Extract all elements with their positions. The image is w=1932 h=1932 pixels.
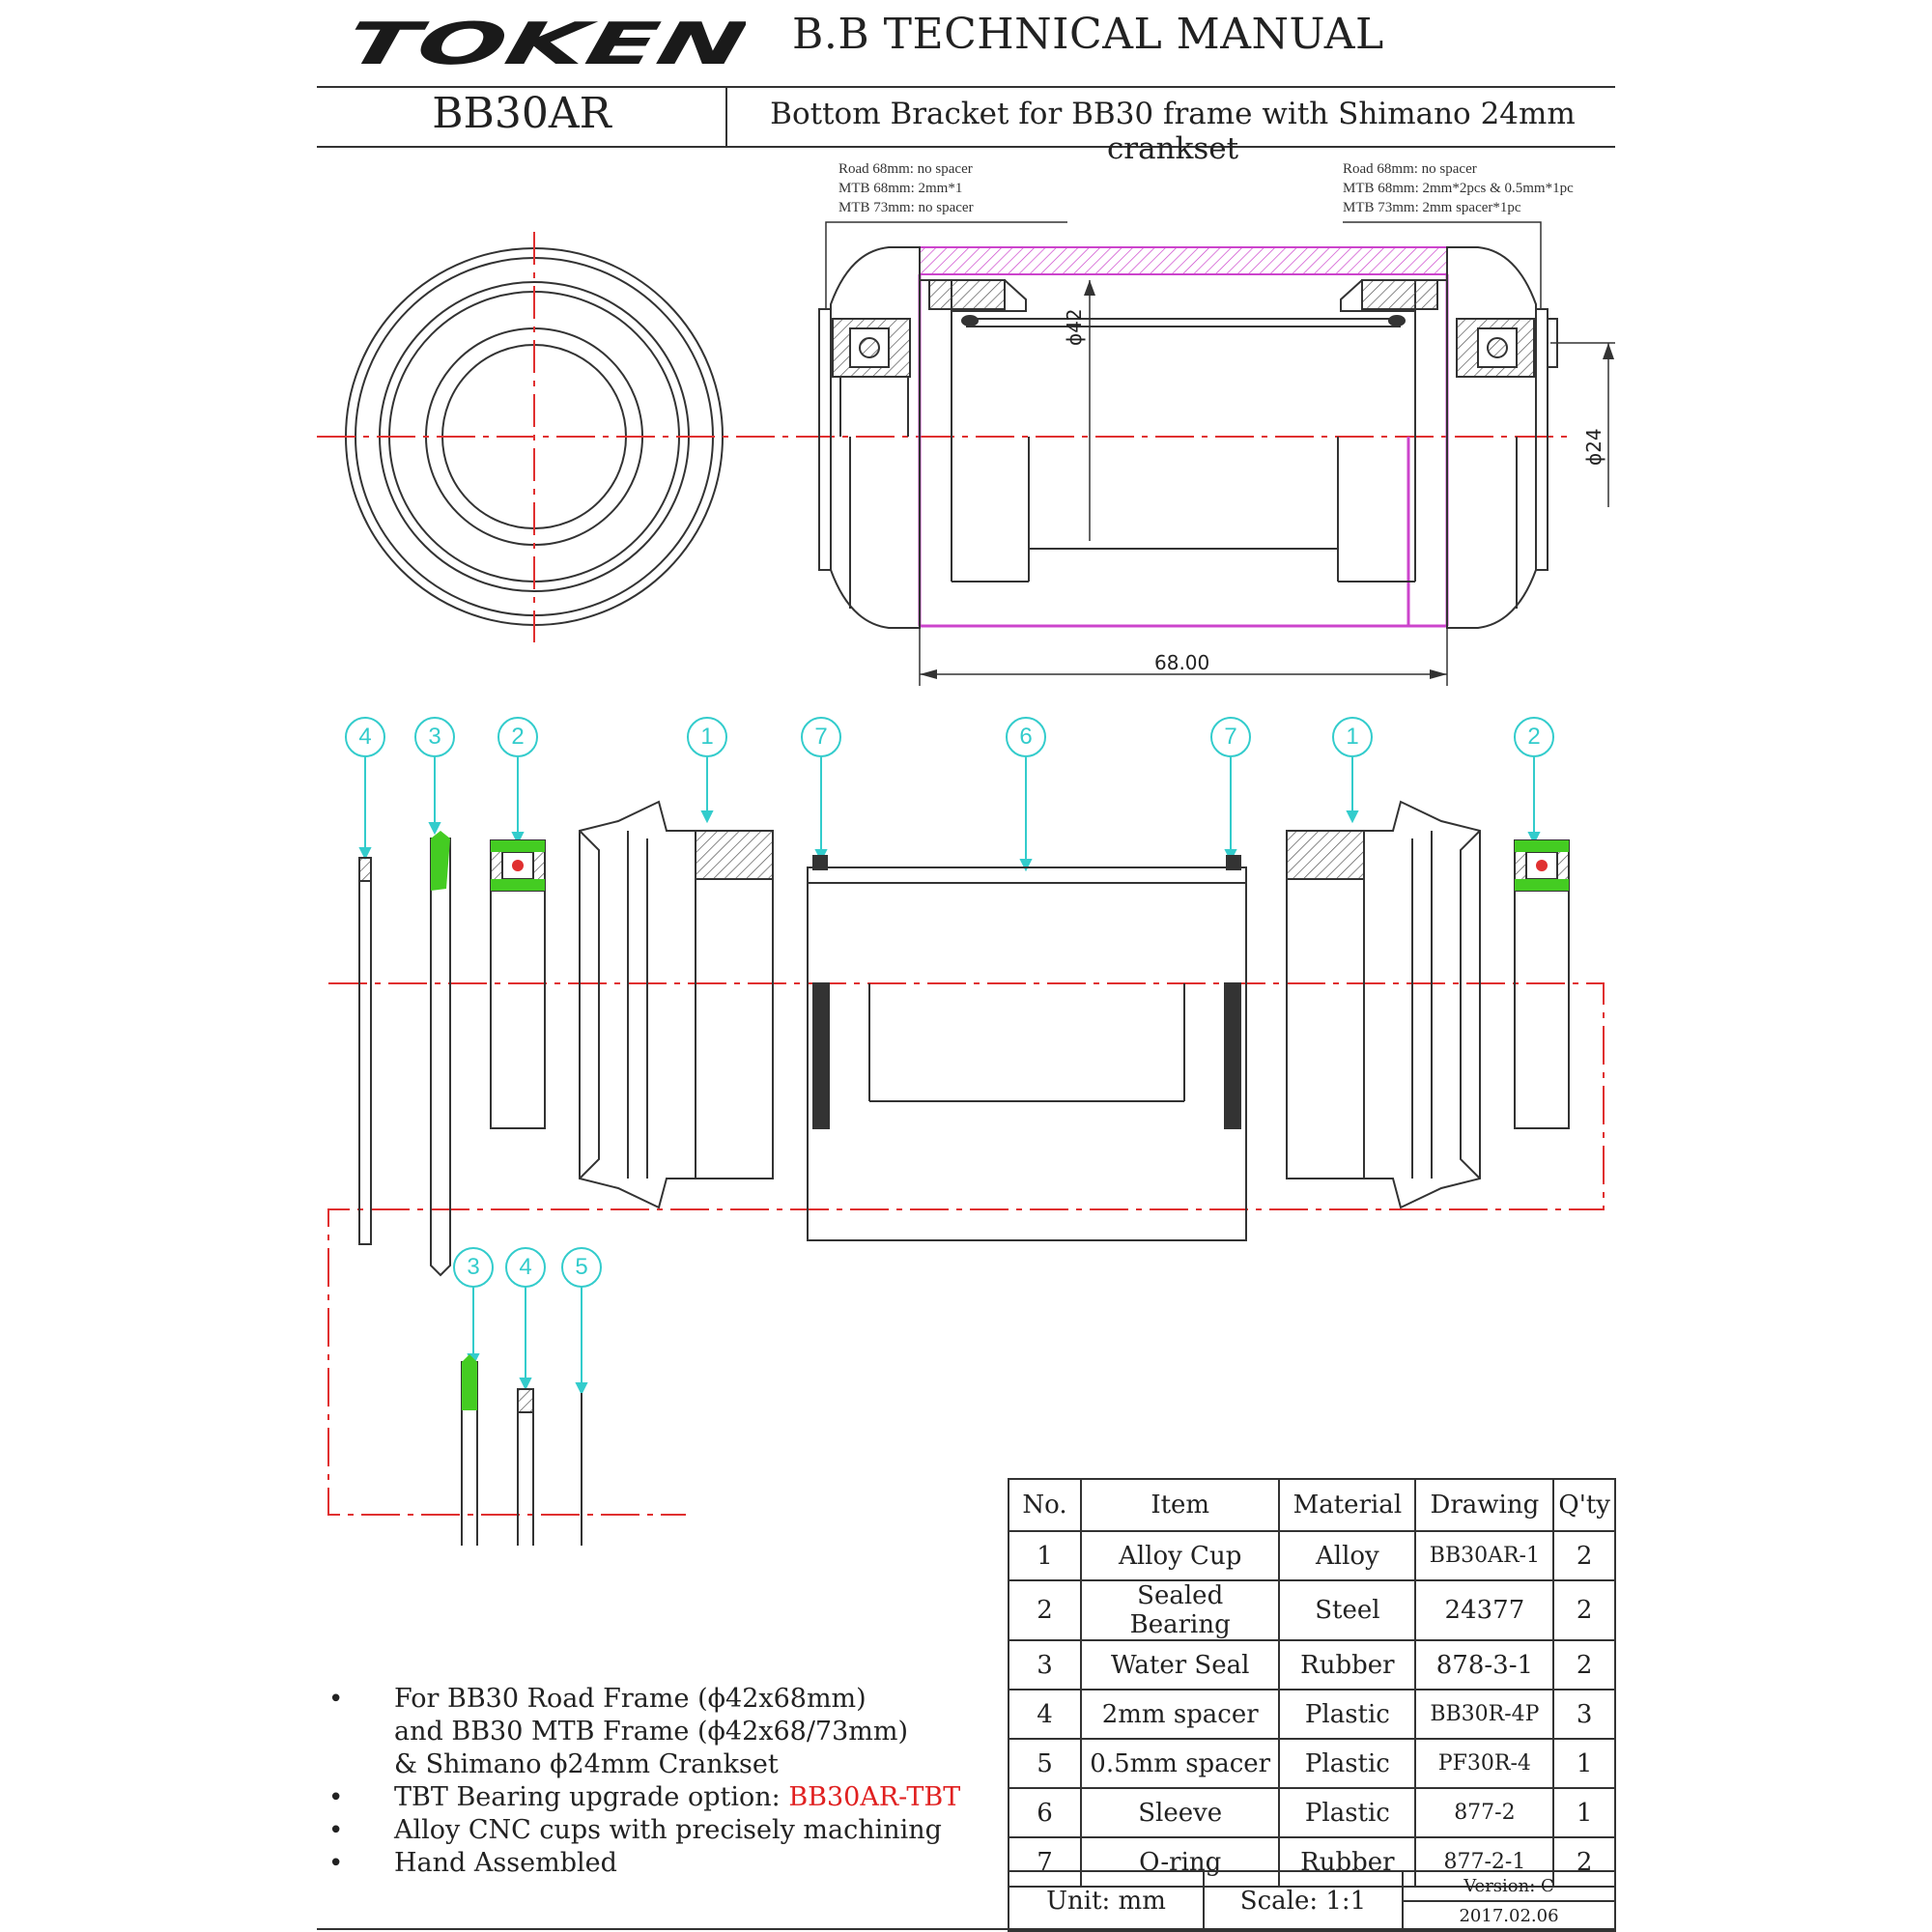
feature-1-line-3: & Shimano ϕ24mm Crankset [394, 1749, 779, 1779]
feature-list: For BB30 Road Frame (ϕ42x68mm) and BB30 … [328, 1683, 960, 1880]
callout-1-right: 1 [1332, 717, 1373, 757]
cell-no: 5 [1007, 1738, 1083, 1789]
cell-material: Steel [1278, 1579, 1417, 1641]
note-left-1: Road 68mm: no spacer [838, 161, 973, 177]
title-block: Unit: mm Scale: 1:1 Version: C 2017.02.0… [1008, 1870, 1616, 1932]
callout-3-lower: 3 [453, 1247, 494, 1288]
cell-drawing: 878-3-1 [1414, 1639, 1555, 1690]
product-description: Bottom Bracket for BB30 frame with Shima… [770, 97, 1576, 166]
unit-cell: Unit: mm [1008, 1870, 1205, 1932]
cell-item: Sealed Bearing [1080, 1579, 1281, 1641]
cell-drawing: PF30R-4 [1414, 1738, 1555, 1789]
cell-no: 4 [1007, 1689, 1083, 1740]
cell-qty: 3 [1552, 1689, 1616, 1740]
cell-no: 2 [1007, 1579, 1083, 1641]
parts-table-header: No. Item Material Drawing Q'ty [1007, 1478, 1616, 1532]
col-material: Material [1278, 1478, 1417, 1532]
width-dimension-label: 68.00 [1154, 651, 1210, 674]
callout-3: 3 [414, 717, 455, 757]
feature-1-line-1: For BB30 Road Frame (ϕ42x68mm) [394, 1684, 867, 1714]
cell-qty: 1 [1552, 1738, 1616, 1789]
inner-diameter-label: ϕ42 [1063, 308, 1086, 346]
cell-item: 2mm spacer [1080, 1689, 1281, 1740]
brand-text: TOKEN [340, 14, 746, 73]
cell-material: Plastic [1278, 1738, 1417, 1789]
cell-drawing: BB30R-4P [1414, 1689, 1555, 1740]
axle-diameter-label: ϕ24 [1582, 428, 1605, 466]
bottom-rule [317, 1928, 1615, 1930]
feature-2-text: TBT Bearing upgrade option: [394, 1782, 789, 1812]
col-no: No. [1007, 1478, 1083, 1532]
cell-qty: 2 [1552, 1579, 1616, 1641]
token-logo: TOKEN [340, 14, 746, 73]
model-number: BB30AR [432, 89, 611, 138]
cell-item: Sleeve [1080, 1787, 1281, 1838]
callout-2-right: 2 [1514, 717, 1554, 757]
callout-4: 4 [345, 717, 385, 757]
callout-2: 2 [497, 717, 538, 757]
version-cell: Version: C [1402, 1870, 1616, 1902]
feature-1-line-2: and BB30 MTB Frame (ϕ42x68/73mm) [394, 1717, 909, 1747]
date-cell: 2017.02.06 [1402, 1900, 1616, 1932]
note-right-2: MTB 68mm: 2mm*2pcs & 0.5mm*1pc [1343, 181, 1574, 196]
feature-item-2: TBT Bearing upgrade option: BB30AR-TBT [328, 1781, 960, 1814]
cell-material: Plastic [1278, 1689, 1417, 1740]
cell-item: Water Seal [1080, 1639, 1281, 1690]
note-left-2: MTB 68mm: 2mm*1 [838, 181, 963, 196]
cell-qty: 2 [1552, 1530, 1616, 1581]
note-right-1: Road 68mm: no spacer [1343, 161, 1477, 177]
cell-material: Rubber [1278, 1639, 1417, 1690]
assembled-section-drawing [317, 221, 1615, 686]
cell-no: 6 [1007, 1787, 1083, 1838]
header-frame [317, 86, 1615, 148]
callout-4-lower: 4 [505, 1247, 546, 1288]
feature-item-3: Alloy CNC cups with precisely machining [328, 1814, 960, 1847]
cell-drawing: 24377 [1414, 1579, 1555, 1641]
col-qty: Q'ty [1552, 1478, 1616, 1532]
callout-1: 1 [687, 717, 727, 757]
callout-7-right: 7 [1210, 717, 1251, 757]
manual-title: B.B TECHNICAL MANUAL [792, 10, 1384, 59]
cell-qty: 1 [1552, 1787, 1616, 1838]
note-left-3: MTB 73mm: no spacer [838, 200, 974, 215]
cell-item: Alloy Cup [1080, 1530, 1281, 1581]
cell-drawing: 877-2 [1414, 1787, 1555, 1838]
callout-7: 7 [801, 717, 841, 757]
feature-item-4: Hand Assembled [328, 1847, 960, 1880]
cell-drawing: BB30AR-1 [1414, 1530, 1555, 1581]
scale-cell: Scale: 1:1 [1203, 1870, 1404, 1932]
note-right-3: MTB 73mm: 2mm spacer*1pc [1343, 200, 1521, 215]
callout-6: 6 [1006, 717, 1046, 757]
col-item: Item [1080, 1478, 1281, 1532]
cell-qty: 2 [1552, 1639, 1616, 1690]
feature-item-1: For BB30 Road Frame (ϕ42x68mm) and BB30 … [328, 1683, 960, 1781]
col-drawing: Drawing [1414, 1478, 1555, 1532]
cell-material: Plastic [1278, 1787, 1417, 1838]
tbt-upgrade-link[interactable]: BB30AR-TBT [788, 1782, 961, 1812]
cell-no: 1 [1007, 1530, 1083, 1581]
cell-no: 3 [1007, 1639, 1083, 1690]
cell-item: 0.5mm spacer [1080, 1738, 1281, 1789]
callout-5-lower: 5 [561, 1247, 602, 1288]
exploded-view-drawing [327, 757, 1605, 1546]
cell-material: Alloy [1278, 1530, 1417, 1581]
